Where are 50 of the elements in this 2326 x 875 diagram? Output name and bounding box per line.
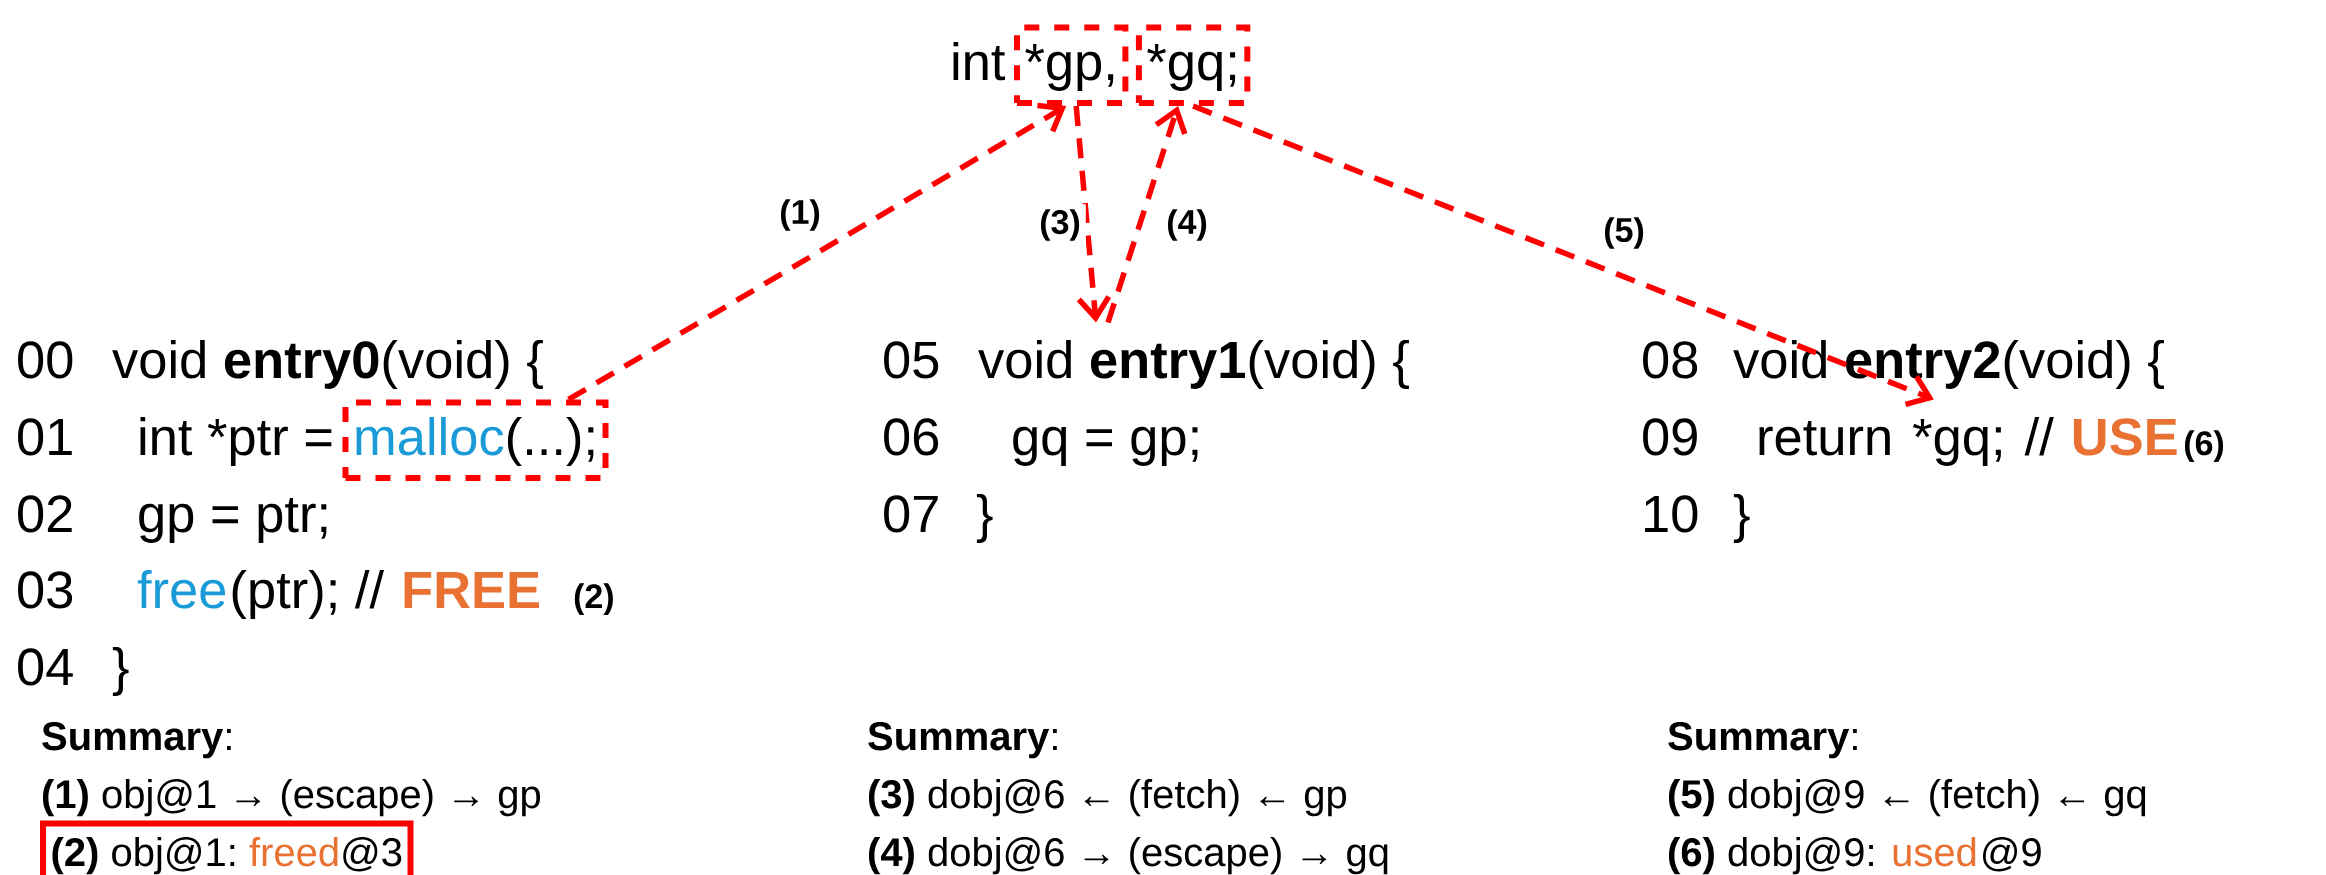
summary-line: (6) dobj@9: [1669, 837, 1873, 875]
line-number: 06 [884, 418, 939, 456]
code-text: void entry2(void) { [1733, 339, 2164, 389]
line-number: 02 [18, 495, 72, 533]
code-text: return [1759, 421, 1890, 456]
code-text: void entry1(void) { [978, 339, 1409, 389]
code-text: int [953, 41, 1006, 81]
code-text: *gq; [1913, 418, 2001, 466]
edge-label: (1) [774, 194, 826, 236]
edge-label: (4) [1161, 204, 1213, 246]
code-text: gp = ptr; [139, 498, 327, 543]
summary-heading: Summary: [868, 722, 1057, 759]
edge-label: (5) [1598, 212, 1650, 254]
arrow [1105, 105, 1188, 324]
edge-label: (3) [1034, 204, 1086, 246]
line-number: 03 [18, 571, 73, 609]
code-text: gq = gp; [1013, 426, 1198, 466]
arrow [1192, 103, 1934, 408]
line-number: 05 [884, 341, 939, 379]
code-text: (ptr); // [232, 569, 385, 619]
line-number: 07 [884, 495, 938, 533]
code-text: void entry0(void) { [112, 339, 543, 389]
highlight-box: malloc(...); [342, 399, 609, 481]
arrow [1073, 105, 1112, 323]
highlight-box: *gp, [1013, 24, 1129, 106]
line-number: 01 [18, 418, 72, 456]
code-text: // [2024, 416, 2054, 456]
code-text: } [1733, 493, 1750, 543]
comment-keyword: USE [2073, 418, 2177, 456]
line-number: 09 [1643, 418, 1697, 456]
summary-line: @9 [1983, 837, 2041, 872]
summary-line: (5) dobj@9 ← (fetch) ← gq [1669, 779, 2146, 817]
summary-heading: Summary: [42, 722, 231, 759]
summary-text: used [1893, 837, 1976, 867]
line-number: 08 [1643, 341, 1698, 379]
callout-number: (6) [2184, 430, 2224, 463]
code-text: } [112, 646, 129, 696]
line-number: 10 [1645, 495, 1698, 533]
code-text: } [976, 493, 993, 543]
summary-line: (3) dobj@6 ← (fetch) ← gp [869, 779, 1347, 817]
line-number: 00 [18, 341, 73, 379]
code-text: free [137, 570, 226, 609]
summary-box: (2) obj@1: freed@3 [40, 820, 414, 875]
summary-line: (4) dobj@6 → (escape) → gq [869, 837, 1388, 875]
comment-keyword: FREE [404, 571, 539, 608]
summary-heading: Summary: [1668, 722, 1857, 759]
highlight-box: *gq; [1135, 24, 1251, 106]
callout-number: (2) [574, 583, 613, 616]
line-number: 04 [18, 648, 73, 686]
arrow [567, 102, 1067, 402]
